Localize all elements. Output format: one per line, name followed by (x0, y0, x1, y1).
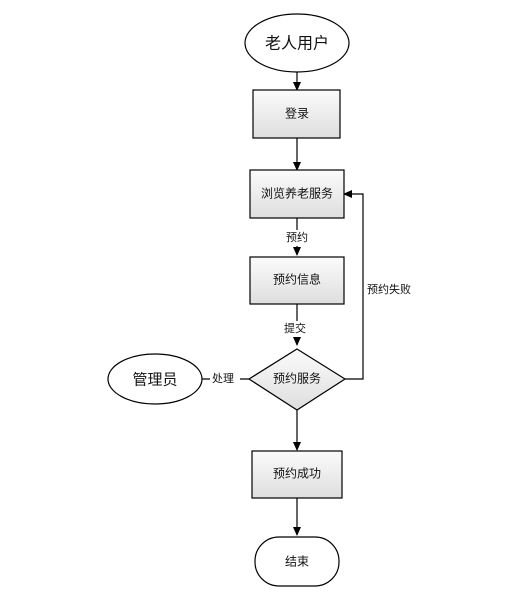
edge-label-fail: 预约失败 (367, 282, 411, 296)
edge-label-handle: 处理 (212, 372, 234, 385)
admin-ellipse (107, 353, 203, 405)
admin-node: 管理员 (107, 353, 203, 405)
browse-box (249, 169, 345, 219)
end-label: 结束 (285, 555, 309, 569)
edge-label-bg-submit (282, 321, 312, 337)
decision-label: 预约服务 (273, 371, 321, 386)
info-label: 预约信息 (273, 272, 321, 287)
success-node: 预约成功 (251, 450, 343, 499)
start-label: 老人用户 (265, 34, 329, 53)
browse-label: 浏览养老服务 (261, 186, 333, 201)
decision-diamond (247, 348, 347, 411)
admin-label: 管理员 (132, 371, 177, 389)
edge-label-bg-handle (210, 371, 240, 387)
success-box (251, 450, 343, 499)
edge-label-submit: 提交 (284, 321, 306, 335)
success-label: 预约成功 (273, 466, 321, 481)
info-node: 预约信息 (249, 256, 345, 305)
login-node: 登录 (252, 89, 341, 139)
browse-node: 浏览养老服务 (249, 169, 345, 219)
start-ellipse (244, 13, 350, 73)
end-node: 结束 (254, 536, 340, 587)
edge-decision-fail-loop (343, 190, 364, 380)
info-box (249, 256, 345, 305)
edge-label-bg-fail (364, 282, 414, 298)
login-box (252, 89, 341, 139)
edge-label-reserve: 预约 (286, 231, 308, 244)
edge-label-bg-reserve (282, 230, 312, 246)
login-label: 登录 (285, 106, 309, 121)
decision-node: 预约服务 (247, 348, 347, 411)
end-terminator (254, 536, 340, 587)
start-node: 老人用户 (244, 13, 350, 73)
